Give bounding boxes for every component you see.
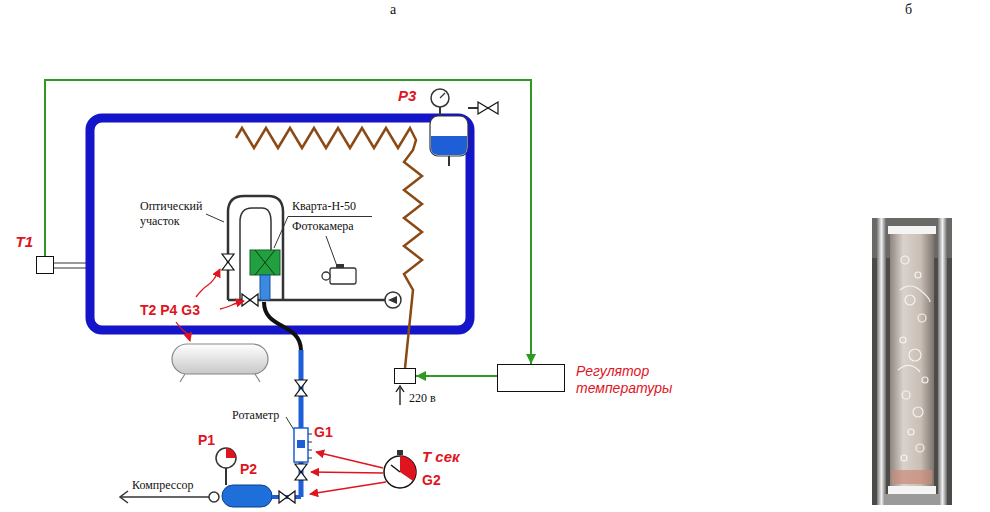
controller-box: Регулятор температуры [497,364,565,392]
part-name: Кварта-Н-50 [292,199,356,214]
control-signal-line [45,80,531,364]
power-switch-box: 220 в [394,368,416,384]
controller-name: Регулятор температуры [576,363,682,397]
part-name: Ротаметр [232,408,279,423]
panel-letter: а [390,2,396,18]
panel-letter: б [905,2,912,18]
sensor-name: G2 [422,472,441,488]
control-signal-line [416,375,497,377]
sensor-box: T1 [36,256,54,274]
voltage-label: 220 в [409,390,469,407]
part-name: Компрессор [132,478,193,493]
sensor-name: T1 [7,233,33,250]
sensor-name: T2 P4 G3 [140,302,200,318]
sensor-name: T сек [422,448,460,465]
sensor-name: G1 [314,424,333,440]
sensor-name: P1 [198,432,215,448]
part-name: Оптический участок [140,199,218,229]
sensor-name: P3 [398,87,416,104]
part-name: Фотокамера [292,219,354,234]
sensor-name: P2 [240,461,257,477]
